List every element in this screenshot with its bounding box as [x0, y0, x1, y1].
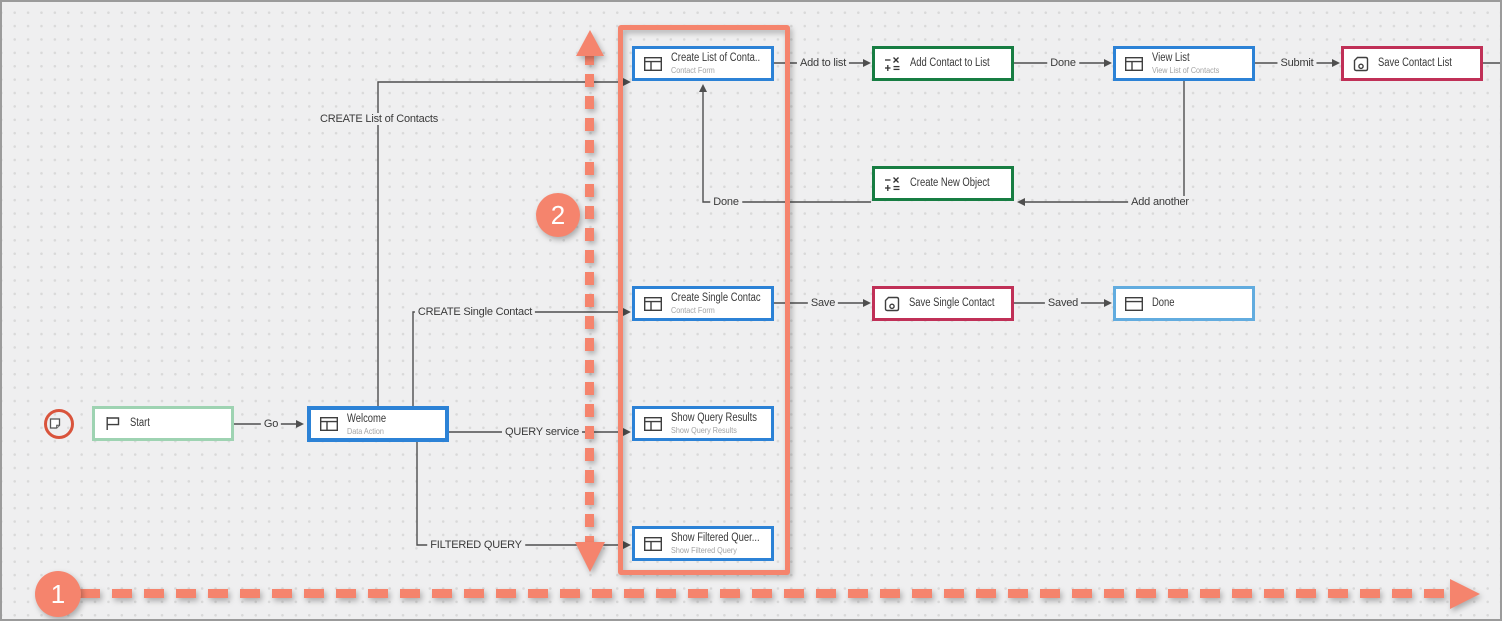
- page-icon: [644, 416, 662, 431]
- page-icon: [1125, 56, 1143, 71]
- microflow-icon: [884, 56, 901, 72]
- node-subtitle: Contact Form: [671, 65, 715, 75]
- connector-label-saved: Saved: [1044, 297, 1082, 309]
- node-show-query-results[interactable]: Show Query Results Show Query Results: [632, 406, 774, 441]
- node-title: Create Single Contac: [671, 292, 761, 304]
- node-title: Start: [130, 417, 150, 429]
- node-done[interactable]: Done: [1113, 286, 1255, 321]
- node-title: Create New Object: [910, 177, 990, 189]
- connector-label-add-another: Add another: [1128, 196, 1192, 208]
- node-title: Show Filtered Quer...: [671, 532, 760, 544]
- node-title: View List: [1152, 52, 1190, 64]
- connector-label-create-single-branch: CREATE Single Contact: [414, 306, 536, 318]
- note-icon: [48, 417, 62, 431]
- flag-icon: [104, 416, 121, 431]
- node-save-contact-list[interactable]: Save Contact List: [1341, 46, 1483, 81]
- node-subtitle: Show Query Results: [671, 425, 737, 435]
- node-start[interactable]: Start: [92, 406, 234, 441]
- arrowhead-create-single-branch: [623, 308, 631, 316]
- arrowhead-go: [296, 420, 304, 428]
- arrowhead-add-another: [1017, 198, 1025, 206]
- node-title: Save Contact List: [1378, 57, 1452, 69]
- connector-add-another[interactable]: [1023, 81, 1185, 203]
- node-title: Add Contact to List: [910, 57, 990, 69]
- node-title: Save Single Contact: [909, 297, 995, 309]
- node-create-single-contact[interactable]: Create Single Contac Contact Form: [632, 286, 774, 321]
- step-badge-1: 1: [35, 571, 81, 617]
- page-icon: [644, 56, 662, 71]
- node-create-list-of-contacts[interactable]: Create List of Conta.. Contact Form: [632, 46, 774, 81]
- page-icon: [320, 417, 338, 431]
- arrowhead-add-to-list: [863, 59, 871, 67]
- node-subtitle: Show Filtered Query: [671, 545, 737, 555]
- arrowhead-done-loop: [699, 84, 707, 92]
- connector-label-done-loop: Done: [710, 196, 742, 208]
- page-simple-icon: [1125, 296, 1143, 311]
- node-create-new-object[interactable]: Create New Object: [872, 166, 1014, 201]
- node-show-filtered-query[interactable]: Show Filtered Quer... Show Filtered Quer…: [632, 526, 774, 561]
- node-title: Create List of Conta..: [671, 52, 761, 64]
- step-badge-2: 2: [536, 193, 580, 237]
- connector-filtered-branch[interactable]: [416, 442, 625, 546]
- connector-create-list-branch[interactable]: [377, 81, 625, 406]
- page-icon: [644, 536, 662, 551]
- node-subtitle: Contact Form: [671, 305, 715, 315]
- annotation-arrow-horizontal: [80, 589, 1450, 598]
- annotation-arrow-vertical: [585, 52, 594, 544]
- connector-done-loop[interactable]: [702, 90, 871, 203]
- connector-label-submit: Submit: [1277, 57, 1317, 69]
- connector-label-add-to-list: Add to list: [796, 57, 850, 69]
- arrowhead-save: [863, 299, 871, 307]
- node-save-single-contact[interactable]: Save Single Contact: [872, 286, 1014, 321]
- save-icon: [1353, 56, 1369, 72]
- arrowhead-submit: [1332, 59, 1340, 67]
- arrowhead-filtered-branch: [623, 541, 631, 549]
- connector-create-single-branch[interactable]: [412, 311, 625, 406]
- arrow-up-head: [576, 30, 604, 56]
- node-title: Show Query Results: [671, 412, 757, 424]
- page-icon: [644, 296, 662, 311]
- arrowhead-create-list-branch: [623, 78, 631, 86]
- connector-label-filtered-branch: FILTERED QUERY: [427, 539, 525, 551]
- arrow-down-head: [575, 542, 605, 572]
- note-marker[interactable]: [44, 409, 74, 439]
- node-subtitle: View List of Contacts: [1152, 65, 1220, 75]
- highlight-rectangle: [618, 25, 790, 575]
- node-welcome[interactable]: Welcome Data Action: [307, 406, 449, 442]
- arrowhead-query-branch: [623, 428, 631, 436]
- connector-label-create-list-branch: CREATE List of Contacts: [316, 113, 442, 125]
- node-view-list[interactable]: View List View List of Contacts: [1113, 46, 1255, 81]
- arrow-right-head: [1450, 579, 1480, 609]
- node-add-contact-to-list[interactable]: Add Contact to List: [872, 46, 1014, 81]
- microflow-icon: [884, 176, 901, 192]
- save-icon: [884, 296, 900, 312]
- node-subtitle: Data Action: [347, 425, 384, 436]
- connector-label-go: Go: [260, 418, 282, 430]
- connector-label-done-top: Done: [1047, 57, 1079, 69]
- node-title: Done: [1152, 297, 1175, 309]
- node-title: Welcome: [347, 412, 387, 425]
- arrowhead-saved: [1104, 299, 1112, 307]
- connector-label-save: Save: [807, 297, 839, 309]
- arrowhead-done-top: [1104, 59, 1112, 67]
- connector-label-query-branch: QUERY service: [501, 426, 583, 438]
